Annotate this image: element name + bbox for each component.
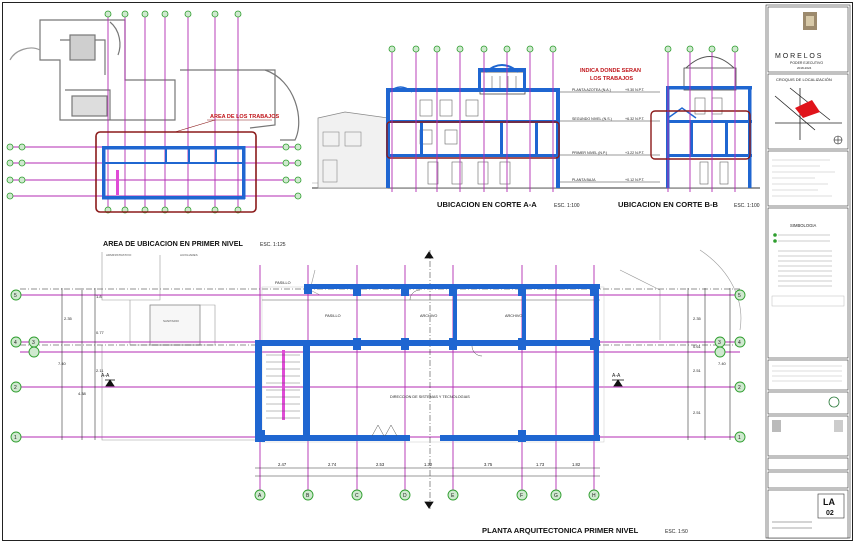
site-plan: AREA DE LOS TRABAJOS AREA DE UBICACION E… — [6, 10, 302, 248]
site-plan-title: AREA DE UBICACION EN PRIMER NIVEL — [103, 239, 244, 248]
dim-bottom-3: 2.53 — [376, 462, 385, 467]
indica-line1: INDICA DONDE SERAN — [580, 68, 641, 74]
dim-left-6: 4.38 — [78, 391, 87, 396]
room-administrativo: ADMINISTRATIVO — [106, 253, 132, 257]
dim-right-1: 2.35 — [693, 316, 702, 321]
croquis-title: CROQUIS DE LOCALIZACIÓN — [776, 77, 832, 82]
room-pasillo-2: PASILLO — [325, 314, 341, 318]
dim-left-1: 1.8 — [96, 294, 102, 299]
grid-num-right-3: 2 — [738, 385, 741, 391]
dim-bottom-2: 2.74 — [328, 462, 337, 467]
title-block: M O R E L O S PODER EJECUTIVO 2018-2024 … — [765, 4, 851, 539]
section-aa: PLANTA AZOTEA (N.A.) +9.30 N.P.T. SEGUND… — [312, 45, 662, 209]
grid-num-right-2: 4 — [738, 340, 741, 346]
grid-num-left-5: 3 — [32, 340, 35, 346]
dim-left-5: 7.40 — [58, 361, 67, 366]
grid-num-left-1: 5 — [14, 293, 17, 299]
room-archivo-1: ARCHIVO — [420, 314, 437, 318]
brand-name: M O R E L O S — [775, 53, 822, 60]
brand-subtitle: PODER EJECUTIVO — [790, 61, 823, 65]
main-plan-title: PLANTA ARQUITECTONICA PRIMER NIVEL — [482, 526, 639, 535]
level-baja-npt: +0.12 N.P.T. — [625, 178, 645, 182]
room-auxiliares: AUXILIARES — [180, 253, 198, 257]
dim-bottom-4: 1.32 — [424, 462, 433, 467]
dim-bottom-1: 2.47 — [278, 462, 287, 467]
level-baja: PLANTA BAJA — [572, 178, 596, 182]
room-direccion: DIRECCION DE SISTEMAS Y TECNOLOGIAS — [390, 395, 470, 399]
grid-number-bubbles: 5 4 2 1 3 5 4 2 1 3 — [10, 289, 746, 443]
section-bb: UBICACION EN CORTE B-B ESC. 1:100 — [618, 45, 760, 209]
grid-B: B — [306, 493, 310, 499]
grid-letter-bubbles: A B C D E F G H — [254, 489, 600, 501]
dim-left-2: 2.35 — [64, 316, 73, 321]
grid-C: C — [355, 493, 359, 499]
room-archivo-2: ARCHIVO — [505, 314, 522, 318]
level-primer-npt: +3.22 N.P.T. — [625, 151, 645, 155]
indica-line2: LOS TRABAJOS — [590, 76, 633, 82]
grid-G: G — [554, 493, 558, 499]
level-azotea-npt: +9.30 N.P.T. — [625, 88, 645, 92]
level-segundo: SEGUNDO NIVEL (N.S.) — [572, 117, 612, 121]
grid-F: F — [520, 493, 523, 499]
level-segundo-npt: +6.32 N.P.T. — [625, 117, 645, 121]
section-aa-title: UBICACION EN CORTE A-A — [437, 200, 537, 209]
dim-bottom-6: 1.73 — [536, 462, 545, 467]
dim-right-5: 2.51 — [693, 410, 702, 415]
section-bb-scale: ESC. 1:100 — [734, 203, 760, 209]
grid-H: H — [592, 493, 596, 499]
logo-seal-icon — [828, 396, 840, 408]
brand-years: 2018-2024 — [797, 66, 812, 70]
main-plan: ADMINISTRATIVO AUXILIARES SANITARIO — [10, 249, 746, 535]
dim-right-4: 7.40 — [718, 361, 727, 366]
grid-num-left-3: 2 — [14, 385, 17, 391]
dim-left-4: 2.11 — [96, 368, 104, 373]
level-azotea: PLANTA AZOTEA (N.A.) — [572, 88, 611, 92]
sheet-code: LA — [823, 497, 835, 507]
cut-mark-right: A-A — [612, 373, 621, 379]
area-trabajos-label: AREA DE LOS TRABAJOS — [210, 114, 279, 120]
grid-num-right-4: 1 — [738, 435, 741, 441]
dim-bottom-7: 1.82 — [572, 462, 581, 467]
grid-D: D — [403, 493, 407, 499]
main-plan-scale: ESC. 1:50 — [665, 529, 688, 535]
grid-A: A — [258, 493, 262, 499]
grid-num-right-5: 3 — [718, 340, 721, 346]
sheet-number: 02 — [826, 510, 834, 517]
location-marker — [795, 100, 820, 118]
simbologia-title: SIMBOLOGIA — [790, 223, 817, 228]
site-plan-scale: ESC. 1:125 — [260, 242, 286, 248]
grid-E: E — [451, 493, 455, 499]
work-area-highlight — [95, 131, 257, 213]
grid-num-left-4: 1 — [14, 435, 17, 441]
section-bb-title: UBICACION EN CORTE B-B — [618, 200, 718, 209]
section-aa-scale: ESC. 1:100 — [554, 203, 580, 209]
cut-mark-left: A-A — [101, 373, 110, 379]
grid-num-left-2: 4 — [14, 340, 17, 346]
dim-right-3: 2.51 — [693, 368, 702, 373]
grid-num-right-1: 5 — [738, 293, 741, 299]
room-pasillo-1: PASILLO — [275, 281, 291, 285]
dim-left-3: 0.77 — [96, 330, 105, 335]
dim-right-2: 0.61 — [693, 344, 702, 349]
level-primer: PRIMER NIVEL (N.P.) — [572, 151, 607, 155]
room-sanitario: SANITARIO — [163, 319, 180, 323]
dim-bottom-5: 3.75 — [484, 462, 493, 467]
